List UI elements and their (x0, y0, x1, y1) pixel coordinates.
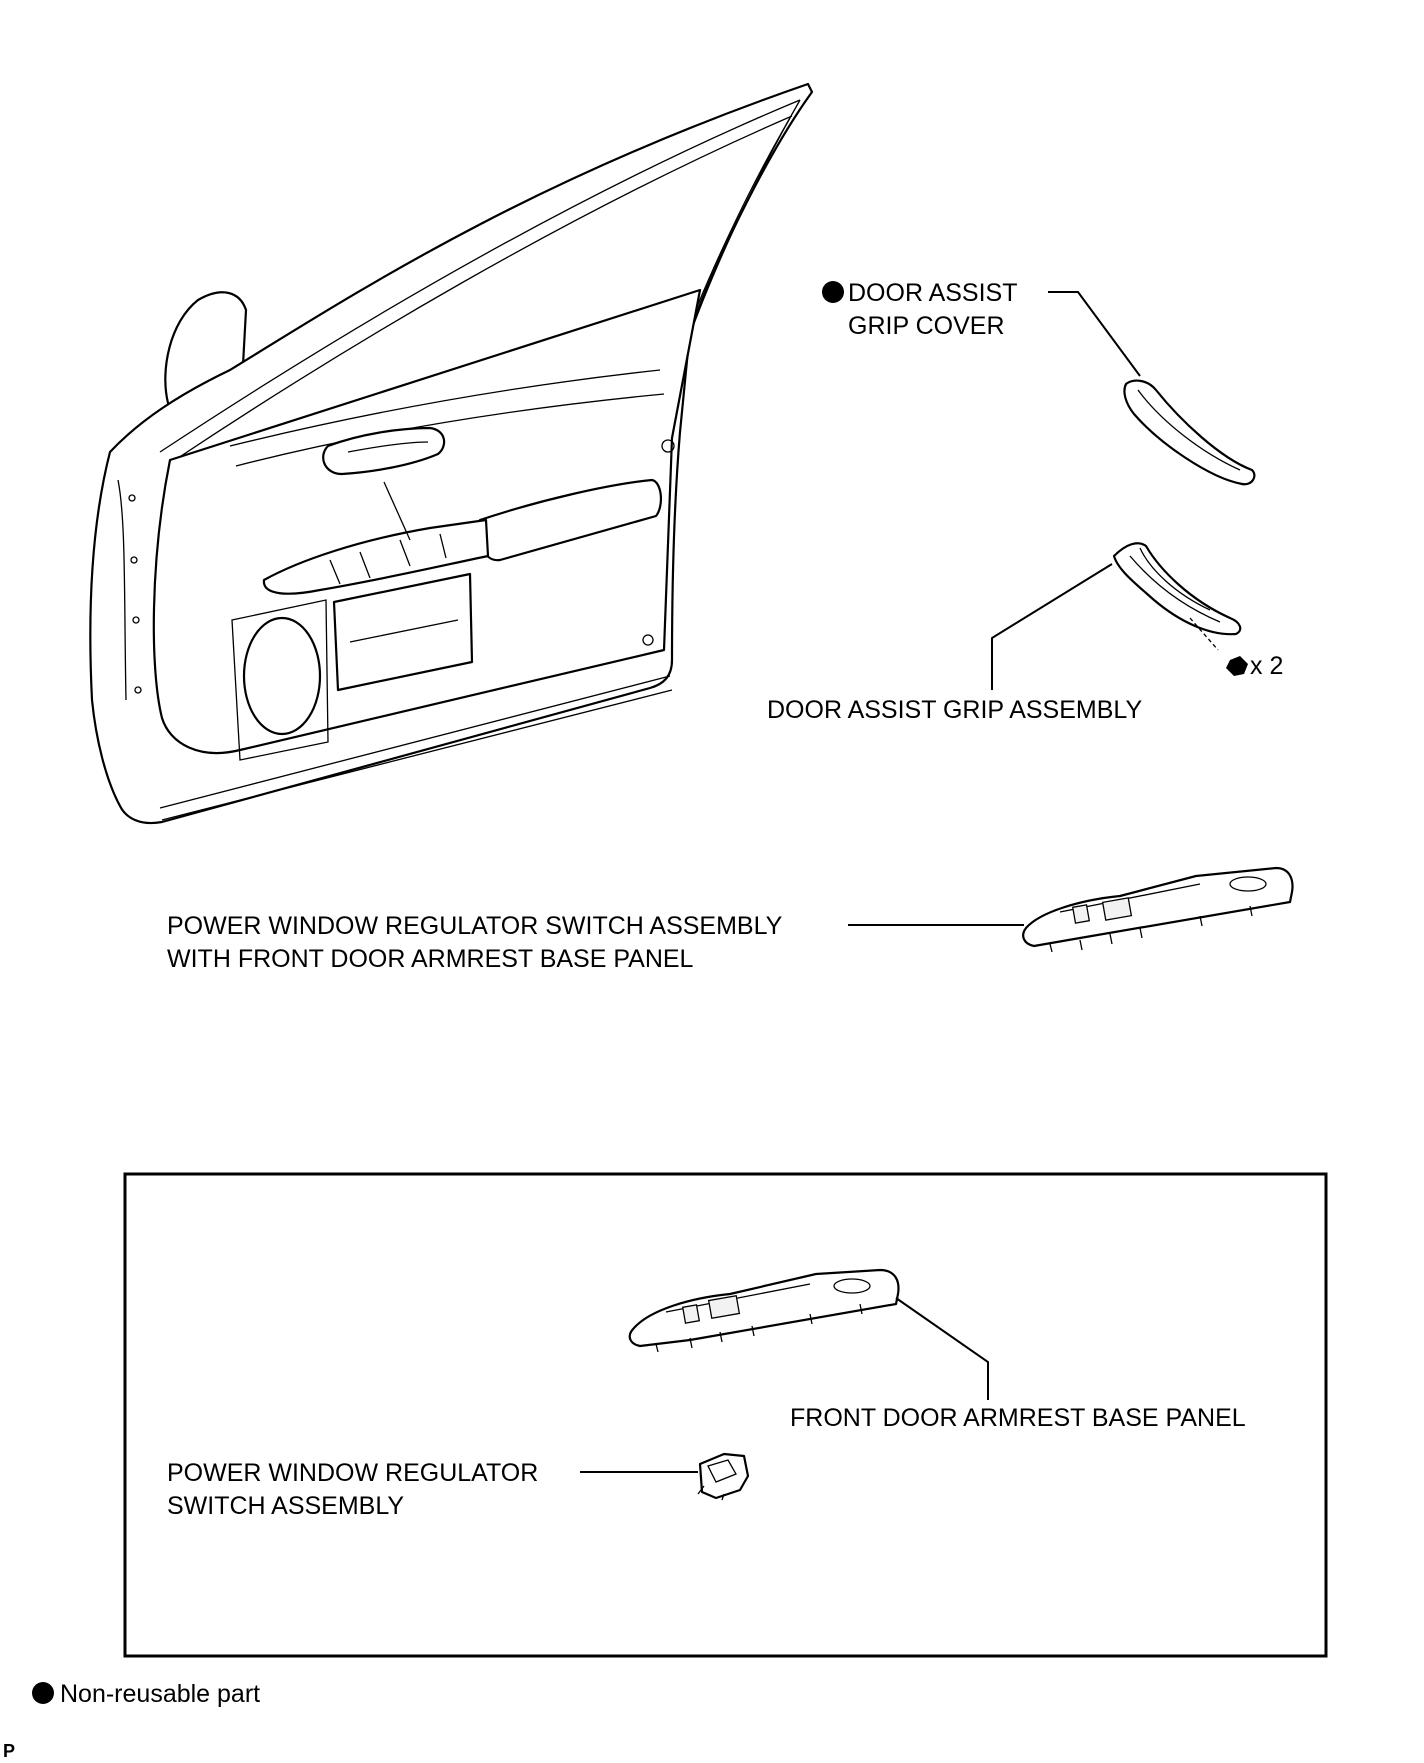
armrest-base-panel-leader (895, 1297, 989, 1400)
grip-assembly-label: DOOR ASSIST GRIP ASSEMBLY (767, 696, 1142, 724)
detail-box (123, 1172, 1328, 1658)
figure-code: P (3, 1741, 15, 1761)
non-reusable-legend-icon (32, 1682, 54, 1704)
front-door-armrest-base-panel-part (628, 1268, 900, 1353)
screw-icon (1226, 656, 1248, 676)
door-assist-grip-cover-part (1123, 379, 1256, 486)
pw-switch-label-line2: SWITCH ASSEMBLY (167, 1492, 404, 1520)
pw-switch-panel-label-line2: WITH FRONT DOOR ARMREST BASE PANEL (167, 945, 694, 973)
pw-switch-label-line1: POWER WINDOW REGULATOR (167, 1459, 538, 1487)
grip-cover-label-line1: DOOR ASSIST (848, 279, 1017, 307)
grip-assembly-leader (991, 563, 1113, 690)
front-door-illustration (89, 82, 814, 825)
armrest-base-panel-label: FRONT DOOR ARMREST BASE PANEL (790, 1404, 1246, 1432)
screw-count-label: x 2 (1250, 652, 1283, 680)
door-assist-grip-assembly-part (1112, 542, 1242, 651)
power-window-switch-armrest-panel-part (1022, 866, 1294, 953)
pw-switch-panel-label-line1: POWER WINDOW REGULATOR SWITCH ASSEMBLY (167, 912, 783, 940)
power-window-switch-part (697, 1452, 750, 1501)
non-reusable-mark-grip-cover (822, 281, 844, 303)
grip-cover-leader (1048, 291, 1141, 377)
grip-cover-label-line2: GRIP COVER (848, 312, 1005, 340)
non-reusable-legend-label: Non-reusable part (60, 1680, 260, 1708)
